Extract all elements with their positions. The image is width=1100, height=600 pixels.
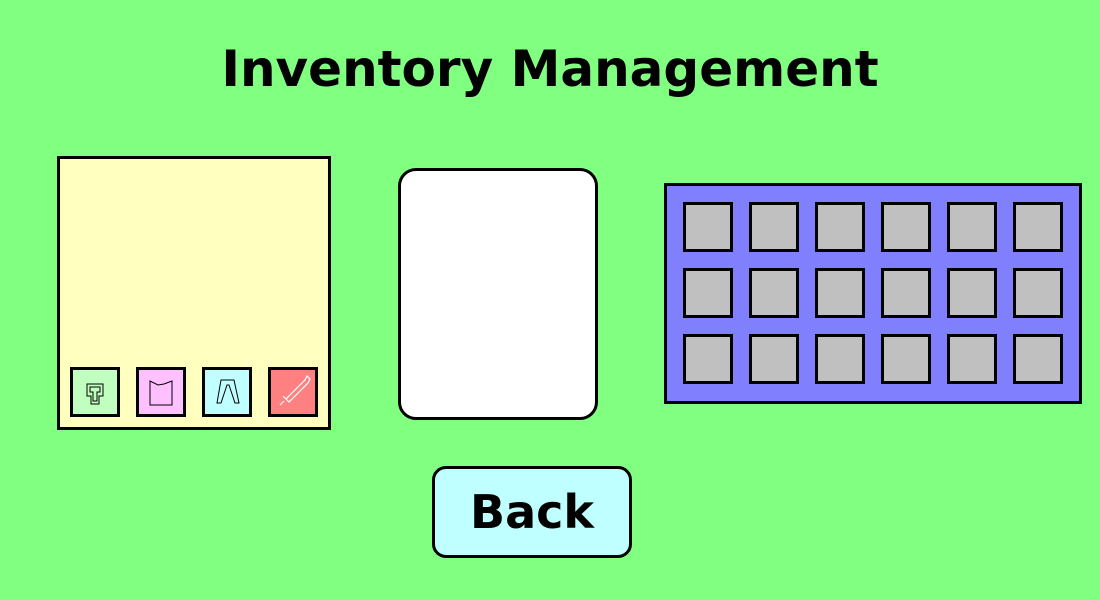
equipment-panel [57,156,331,430]
inventory-slot[interactable] [749,268,799,318]
inventory-slot[interactable] [683,202,733,252]
inventory-slot[interactable] [881,202,931,252]
inventory-slot[interactable] [1013,334,1063,384]
helmet-icon [86,383,104,405]
chest-armor-icon [149,380,173,406]
inventory-slot[interactable] [1013,268,1063,318]
weapon-slot[interactable] [268,367,318,417]
page-title: Inventory Management [221,40,879,98]
inventory-slot[interactable] [749,202,799,252]
inventory-grid [664,183,1082,404]
inventory-slot[interactable] [815,334,865,384]
inventory-slot[interactable] [749,334,799,384]
sword-icon [279,374,311,406]
inventory-slot[interactable] [1013,202,1063,252]
inventory-slot[interactable] [947,334,997,384]
inventory-slot[interactable] [683,334,733,384]
legs-slot[interactable] [202,367,252,417]
chest-slot[interactable] [136,367,186,417]
pants-icon [216,379,240,404]
inventory-slot[interactable] [683,268,733,318]
inventory-slot[interactable] [947,202,997,252]
inventory-slot[interactable] [815,268,865,318]
inventory-slot[interactable] [881,268,931,318]
back-button[interactable]: Back [432,466,632,558]
character-preview [398,168,598,420]
inventory-slot[interactable] [815,202,865,252]
helmet-slot[interactable] [70,367,120,417]
inventory-slot[interactable] [881,334,931,384]
inventory-slot[interactable] [947,268,997,318]
